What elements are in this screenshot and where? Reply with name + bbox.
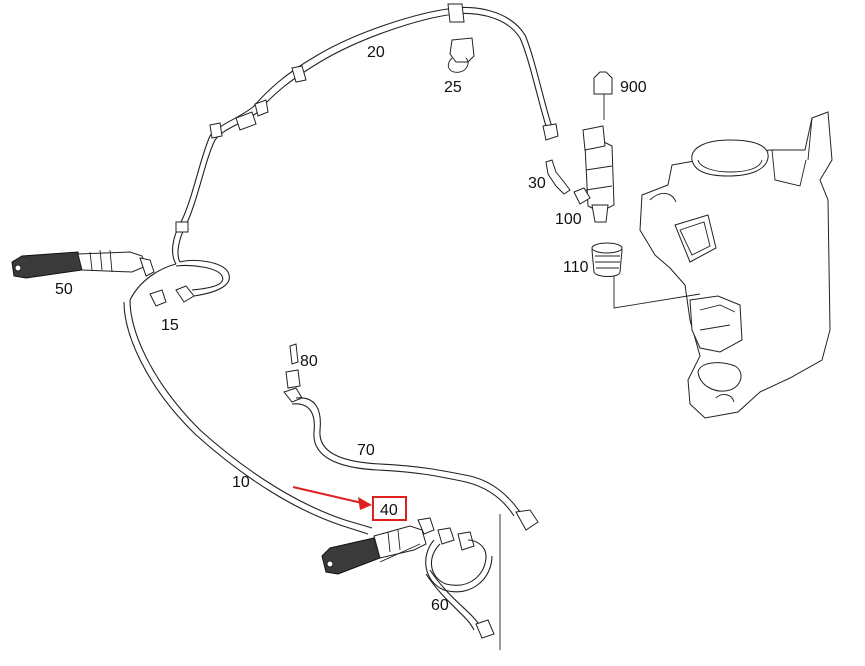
part-100: [573, 187, 591, 205]
hose-70: [291, 397, 539, 531]
label-part-40: 40: [380, 502, 398, 519]
label-part-900: 900: [620, 79, 647, 96]
highlight-box-40: [372, 496, 407, 521]
hose-60: [379, 514, 501, 650]
connector-900-symbol: [593, 71, 613, 120]
hose-20: [172, 3, 559, 265]
washer-reservoir: [613, 111, 833, 419]
nozzle-40: [321, 517, 435, 575]
label-part-80: 80: [300, 353, 318, 370]
label-part-70: 70: [357, 442, 375, 459]
label-part-20: 20: [367, 44, 385, 61]
label-part-10: 10: [232, 474, 250, 491]
label-part-15: 15: [161, 317, 179, 334]
nozzle-50: [11, 249, 155, 279]
label-part-110: 110: [563, 259, 589, 276]
label-part-25: 25: [444, 79, 462, 96]
hose-10: [123, 299, 373, 535]
label-part-50: 50: [55, 281, 73, 298]
label-part-100: 100: [555, 211, 582, 228]
washer-pump: [582, 125, 615, 223]
clip-25: [447, 37, 475, 73]
highlight-arrow: [292, 486, 372, 510]
seal-110: [591, 242, 623, 277]
label-part-60: 60: [431, 597, 449, 614]
label-part-30: 30: [528, 175, 546, 192]
part-30: [545, 159, 571, 195]
connector-15: [129, 259, 230, 307]
